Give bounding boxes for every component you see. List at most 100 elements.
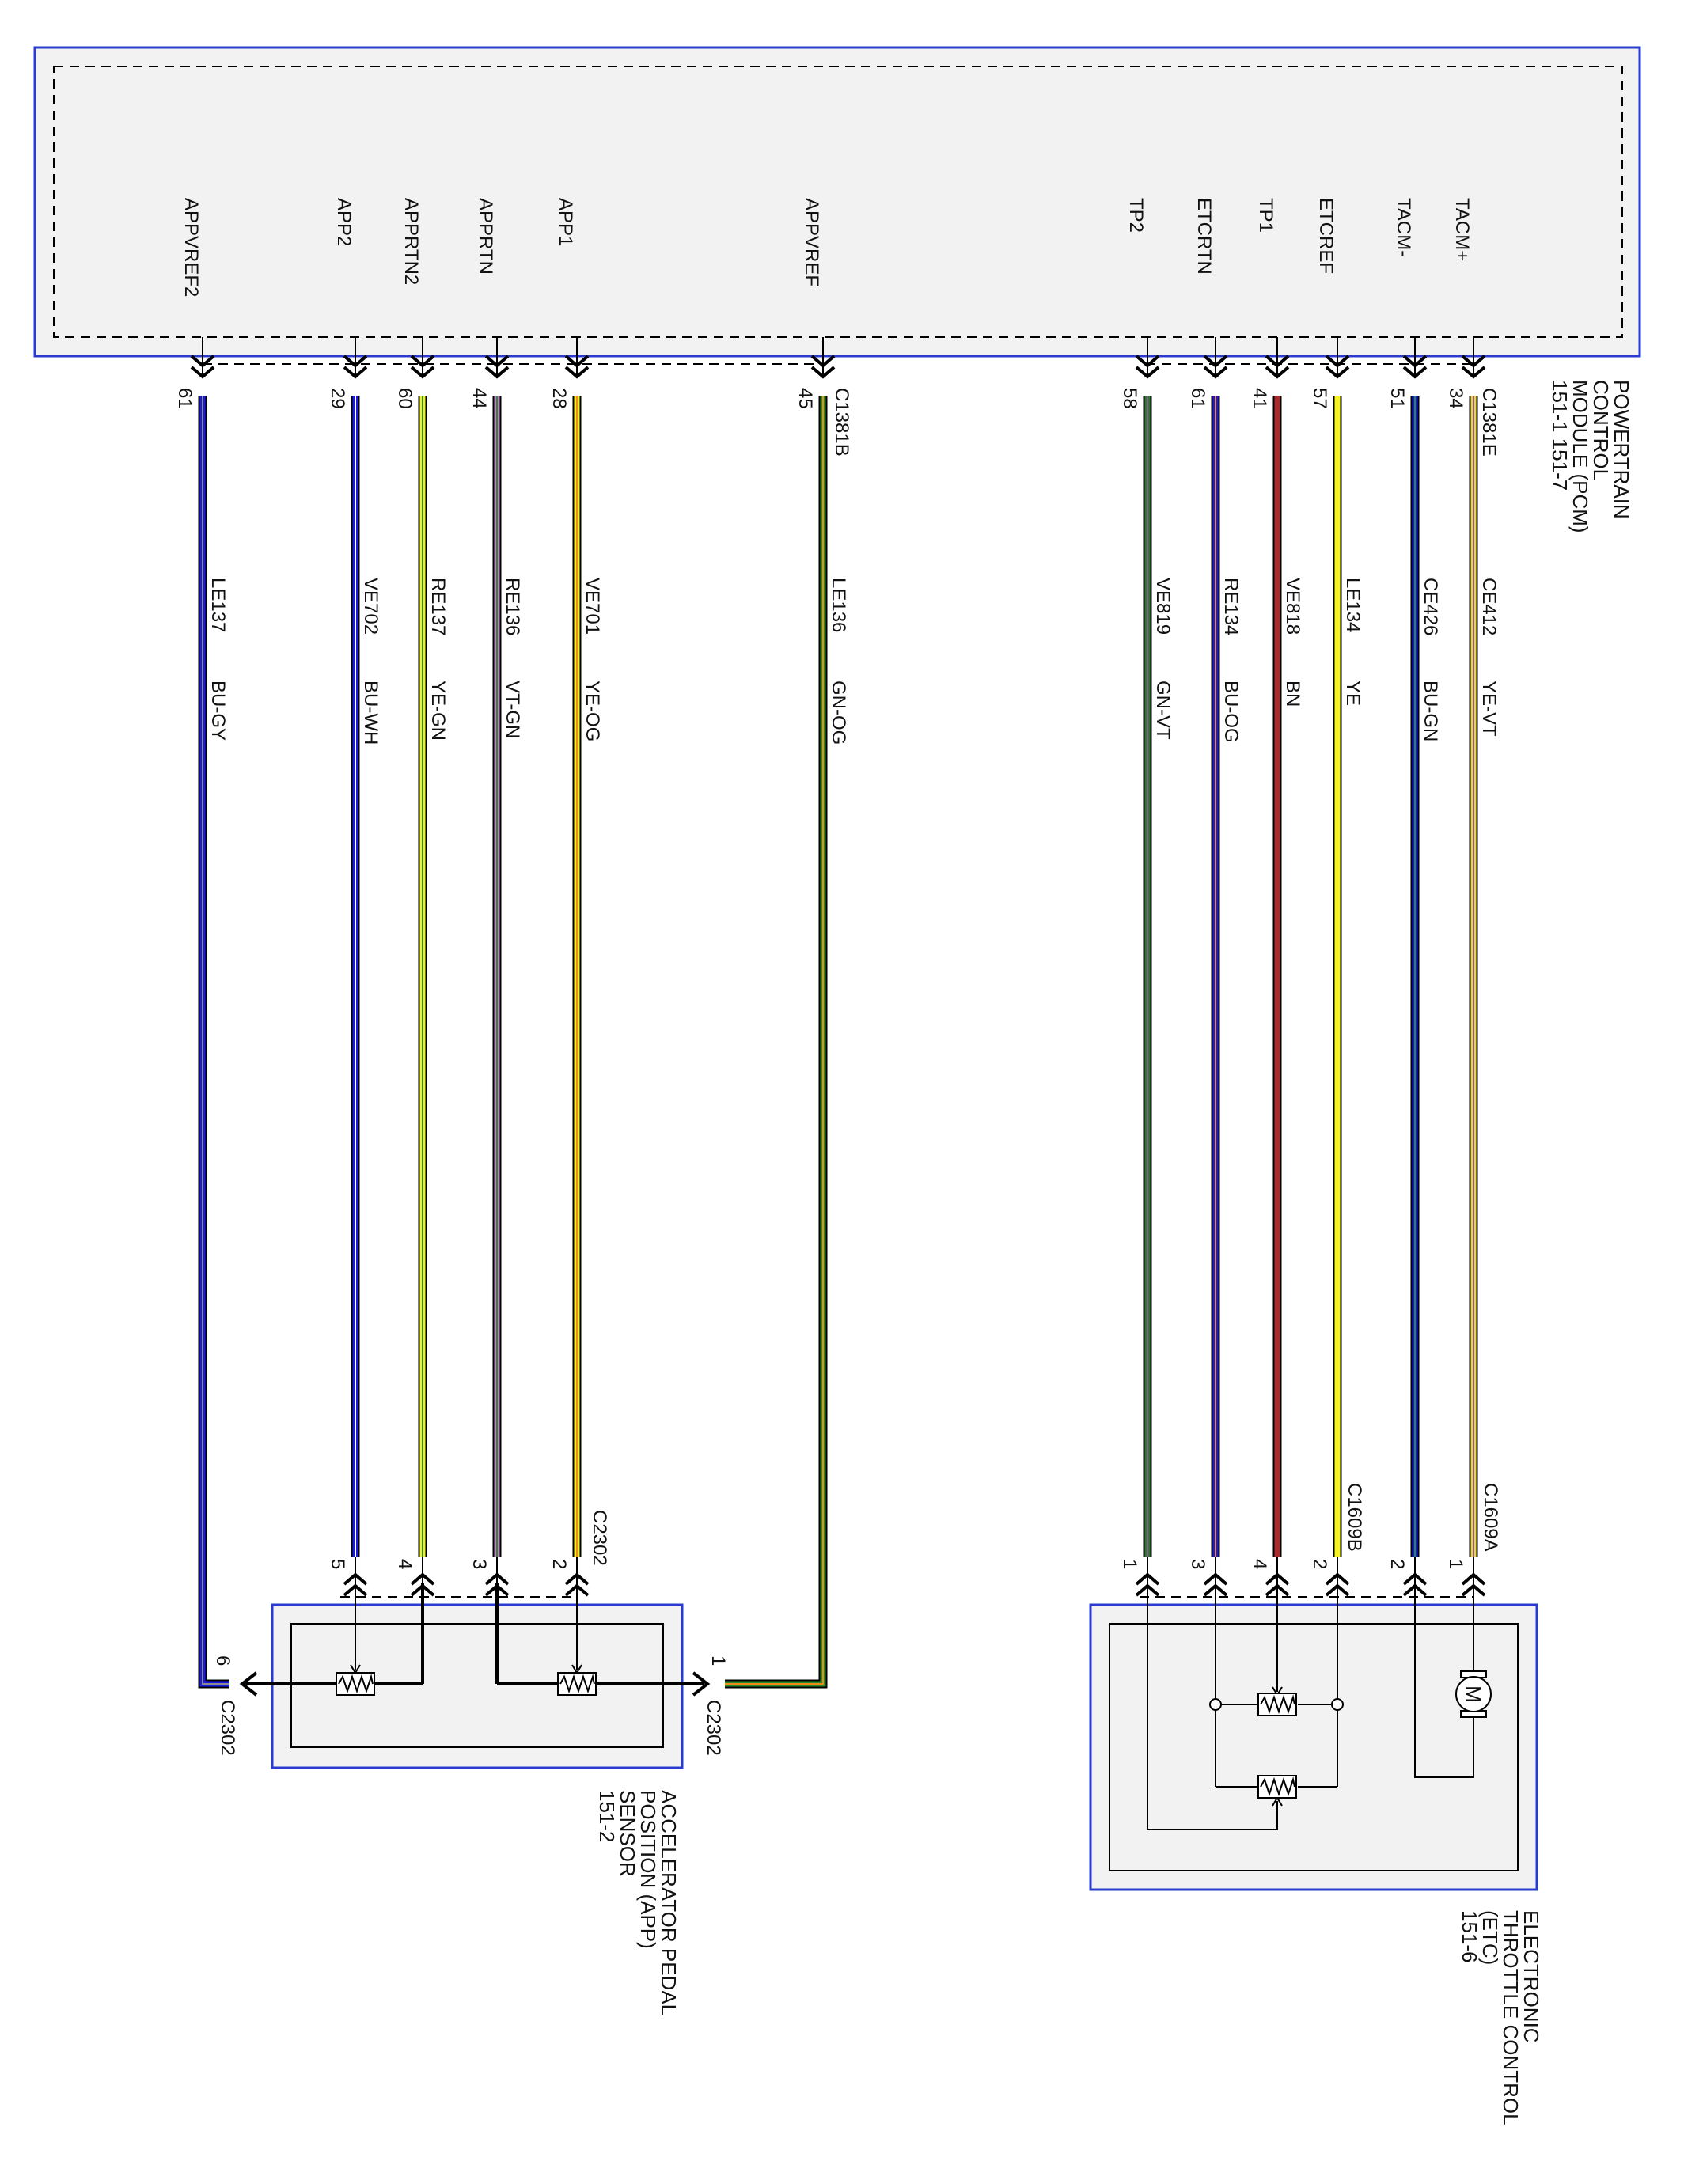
pcm-signal-label: ETCREF — [1315, 198, 1337, 274]
pcm-title-line-4: 151-1 151-7 — [1548, 380, 1572, 491]
wire-group: APPVREF261LE137BU-GY6APP229VE702BU-WH5AP… — [174, 198, 1500, 1689]
device-pin-chevron-inner — [1135, 1583, 1160, 1597]
device-pin-chevron — [1461, 1572, 1486, 1586]
etc-title-line-3: (ETC) — [1478, 1910, 1502, 1965]
pcm-signal-label: APP1 — [555, 198, 576, 246]
app-connector-label-top: C2302 — [589, 1510, 610, 1566]
pcm-signal-label: APP2 — [333, 198, 355, 246]
wire-color-code: GN-OG — [828, 681, 849, 745]
app-resistor-2 — [336, 1672, 375, 1696]
device-pin-chevron-inner — [1203, 1583, 1228, 1597]
circuit-id: RE137 — [427, 578, 449, 635]
etc-module: M C1609A C1609B ELECTRONIC THROTTLE CONT… — [1089, 1483, 1543, 2125]
device-pin-chevron — [1203, 1572, 1228, 1586]
device-pin-chevron — [484, 1572, 510, 1586]
wire-color-code: BU-GY — [207, 681, 229, 741]
wire-color-code: YE-GN — [427, 681, 449, 741]
app-sensor-module: C2302 C2302 C2302 ACCELERATOR PEDAL POSI… — [217, 1510, 724, 2015]
circuit-id: RE136 — [502, 578, 523, 635]
wire-color-code: YE-OG — [582, 681, 603, 741]
etc-title-line-4: 151-6 — [1458, 1910, 1481, 1963]
etc-motor-label: M — [1462, 1685, 1485, 1703]
circuit-id: LE134 — [1342, 578, 1364, 632]
etc-title-line-1: ELECTRONIC — [1519, 1910, 1543, 2043]
wire-outline — [725, 396, 828, 1689]
device-pin-chevron-inner — [1402, 1583, 1428, 1597]
pcm-pin-chevron-inner — [1203, 355, 1228, 368]
pcm-pin-chevron — [1203, 366, 1228, 379]
circuit-id: RE134 — [1220, 578, 1242, 635]
pcm-pin-number: 60 — [394, 388, 415, 409]
device-pin-number: 2 — [1386, 1559, 1408, 1569]
device-pin-chevron — [1265, 1572, 1290, 1586]
pcm-pin-chevron-inner — [1325, 355, 1350, 368]
pcm-pin-number: 45 — [795, 388, 816, 409]
pcm-signal-label: APPRTN2 — [400, 198, 422, 285]
pcm-pin-chevron-inner — [564, 355, 590, 368]
pcm-pin-chevron-inner — [190, 355, 215, 368]
wire-body — [725, 396, 826, 1687]
app-title-line-1: ACCELERATOR PEDAL — [657, 1790, 681, 2015]
wire-color-code: BU-OG — [1220, 681, 1242, 743]
pcm-pin-number: 29 — [327, 388, 348, 409]
pcm-pin-chevron — [343, 366, 368, 379]
device-pin-chevron-inner — [1265, 1583, 1290, 1597]
device-pin-number: 3 — [1187, 1559, 1208, 1569]
wire-color-code: VT-GN — [502, 681, 523, 738]
wire-stripe — [725, 396, 824, 1685]
app-connector-label-left: C2302 — [217, 1700, 238, 1756]
pcm-pin-chevron — [1402, 366, 1428, 379]
pcm-title-line-2: CONTROL — [1589, 380, 1613, 480]
pcm-pin-chevron-inner — [410, 355, 435, 368]
circuit-id: VE701 — [582, 578, 603, 635]
device-pin-number: 2 — [1309, 1559, 1330, 1569]
app-sensor-title: ACCELERATOR PEDAL POSITION (APP) SENSOR … — [595, 1790, 681, 2015]
wire-color-code: BN — [1282, 681, 1303, 707]
pcm-signal-label: APPRTN — [475, 198, 496, 275]
pcm-pin-chevron — [810, 366, 836, 379]
app-sensor-circuit — [245, 1583, 704, 1685]
device-pin-number: 1 — [1445, 1559, 1466, 1569]
pcm-signal-label: TACM- — [1393, 198, 1414, 256]
pcm-title: POWERTRAIN CONTROL MODULE (PCM) 151-1 15… — [1548, 380, 1633, 533]
pcm-pin-number: 34 — [1445, 388, 1466, 409]
pcm-pin-chevron-inner — [1461, 355, 1486, 368]
etc-title-line-2: THROTTLE CONTROL — [1499, 1910, 1523, 2125]
pcm-signal-label: APPVREF — [801, 198, 822, 286]
pcm-pin-chevron — [564, 366, 590, 379]
device-pin-chevron — [343, 1572, 368, 1586]
pcm-pin-chevron-inner — [1265, 355, 1290, 368]
wire-color-code: BU-WH — [360, 681, 381, 745]
device-pin-number: 3 — [468, 1559, 490, 1569]
pcm-pin-chevron-inner — [810, 355, 836, 368]
device-pin-chevron-inner — [343, 1583, 368, 1597]
pcm-signal-label: TP1 — [1255, 198, 1276, 233]
device-pin-chevron-inner — [410, 1583, 435, 1597]
pcm-signal-label: ETCRTN — [1193, 198, 1215, 275]
etc-node-left — [1209, 1698, 1222, 1711]
pcm-pin-chevron-inner — [343, 355, 368, 368]
pcm-pin-chevron — [1461, 366, 1486, 379]
etc-connector-a-label: C1609A — [1480, 1483, 1501, 1552]
pcm-outline — [33, 46, 1641, 358]
pcm-pin-number: 58 — [1119, 388, 1140, 409]
device-pin-chevron-inner — [1461, 1583, 1486, 1597]
etc-resistor-tp2 — [1257, 1775, 1297, 1799]
device-pin-chevron — [410, 1572, 435, 1586]
device-pin-chevron — [1402, 1572, 1428, 1586]
etc-node-right — [1331, 1698, 1344, 1711]
etc-connector-b-label: C1609B — [1344, 1483, 1365, 1552]
etc-motor: M — [1455, 1670, 1492, 1718]
device-pin-number: 4 — [1249, 1559, 1270, 1569]
